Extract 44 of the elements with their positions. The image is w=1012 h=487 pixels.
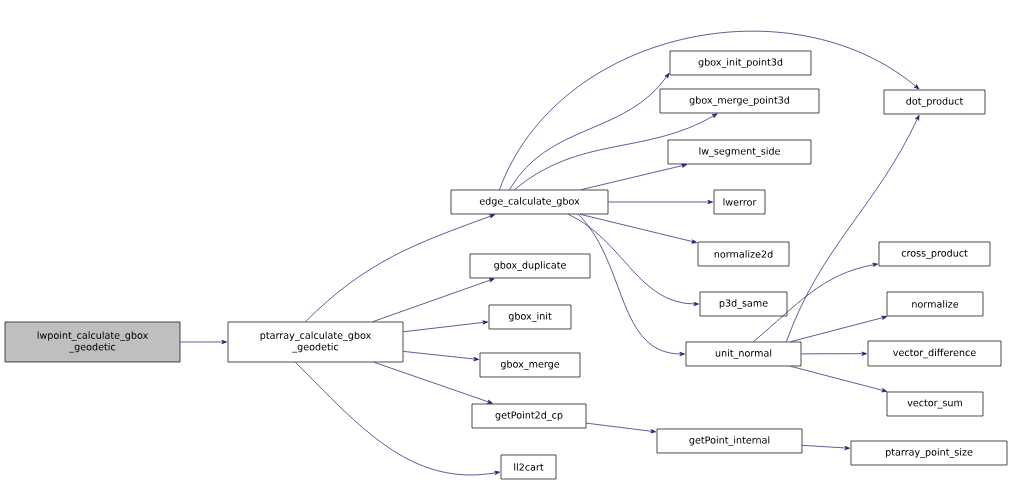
function-box: gbox_merge_point3d <box>659 88 820 114</box>
function-box: ptarray_calculate_gbox _geodetic <box>227 321 404 363</box>
function-box: normalize <box>886 291 984 317</box>
arrow <box>802 445 850 450</box>
function-box: getPoint2d_cp <box>471 403 587 429</box>
function-box: p3d_same <box>699 291 788 317</box>
arrow <box>786 114 920 342</box>
arrow <box>514 113 718 190</box>
function-box: lwerror <box>713 189 766 215</box>
function-box: ptarray_point_size <box>850 440 1008 466</box>
arrow <box>403 320 488 333</box>
arrow <box>801 351 867 356</box>
arrow <box>372 278 495 322</box>
function-box: cross_product <box>878 241 991 267</box>
arrow <box>586 422 656 434</box>
function-box: getPoint_internal <box>656 428 803 454</box>
function-box: gbox_init_point3d <box>669 50 812 76</box>
arrow <box>753 262 878 342</box>
arrow <box>403 351 479 362</box>
function-box: lwpoint_calculate_gbox _geodetic <box>4 321 181 363</box>
function-box: dot_product <box>883 89 986 115</box>
function-box: normalize2d <box>697 241 790 267</box>
arrow <box>509 72 670 190</box>
arrow <box>790 315 888 342</box>
function-box: gbox_merge <box>479 352 581 378</box>
function-box: gbox_duplicate <box>469 253 591 279</box>
arrow <box>578 214 685 357</box>
arrow <box>295 361 500 476</box>
arrow <box>608 199 713 205</box>
arrow <box>581 163 687 190</box>
function-box: gbox_init <box>488 304 572 330</box>
arrow <box>579 214 697 244</box>
function-box: lw_segment_side <box>667 139 812 165</box>
function-box: unit_normal <box>685 341 802 367</box>
function-box: edge_calculate_gbox <box>450 189 609 215</box>
function-box: ll2cart <box>500 454 557 480</box>
arrow <box>305 214 495 322</box>
function-box: vector_sum <box>886 391 984 417</box>
arrow <box>790 366 888 393</box>
arrow <box>180 339 227 345</box>
arrow <box>568 214 699 307</box>
function-box: vector_difference <box>867 340 1002 367</box>
arrow <box>373 361 493 404</box>
arrow <box>499 31 920 190</box>
